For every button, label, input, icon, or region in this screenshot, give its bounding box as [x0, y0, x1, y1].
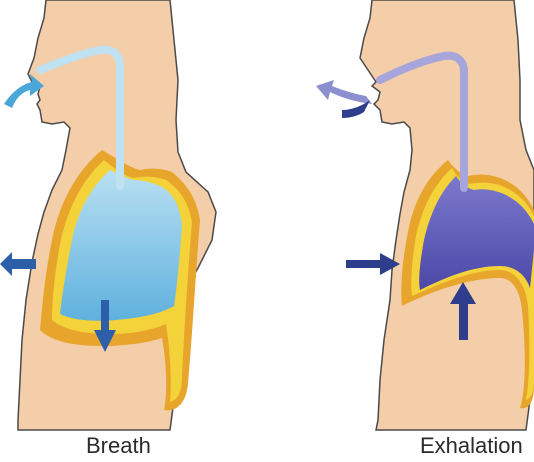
breath-airway	[36, 45, 124, 190]
exhalation-exhale-arrow-dark	[342, 100, 370, 118]
breath-caption: Breath	[86, 433, 151, 458]
exhalation-panel	[316, 0, 534, 431]
exhalation-lung	[419, 176, 534, 290]
exhalation-chest-arrow	[346, 253, 400, 275]
breath-inhale-arrow	[4, 74, 44, 108]
exhalation-exhale-arrow	[316, 80, 372, 104]
breath-diaphragm-arrow	[94, 300, 116, 352]
exhalation-caption: Exhalation	[420, 433, 523, 458]
breath-chest-arrow	[0, 252, 36, 276]
breath-panel	[0, 0, 217, 431]
exhalation-airway	[376, 51, 468, 192]
exhalation-diaphragm-arrow	[450, 282, 476, 340]
breath-lung	[60, 170, 182, 321]
